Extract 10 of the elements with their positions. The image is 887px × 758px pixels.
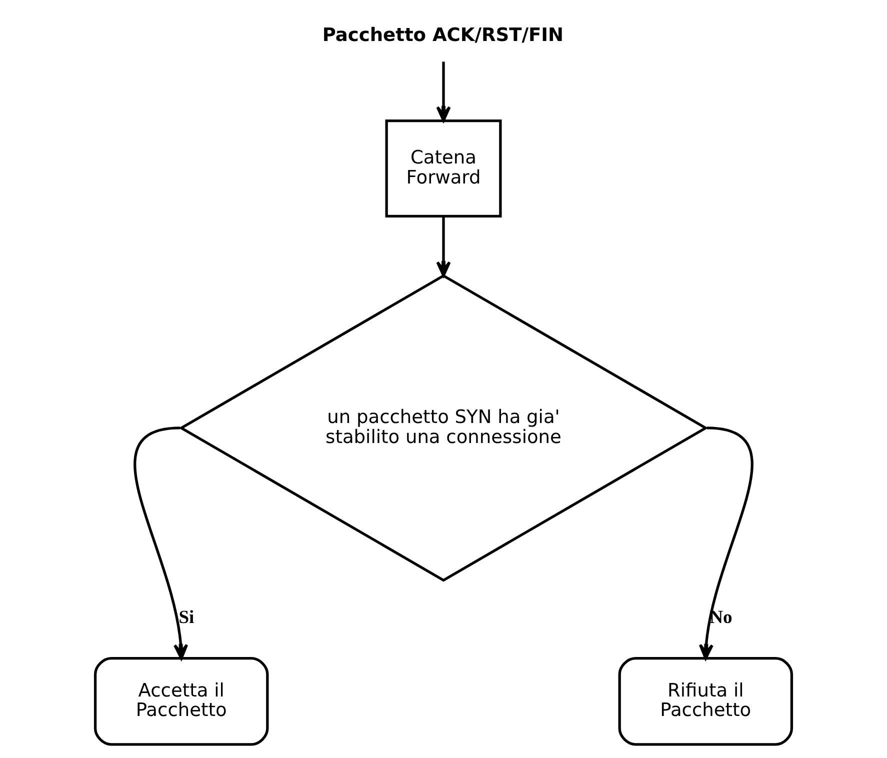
node-box: Rifiuta il Pacchetto xyxy=(618,657,794,746)
arrow xyxy=(698,426,754,660)
arrow xyxy=(436,62,451,122)
node-box: Accetta il Pacchetto xyxy=(94,657,269,746)
edge-label: Si xyxy=(178,606,194,628)
arrow xyxy=(134,426,188,660)
node-box: Catena Forward xyxy=(385,120,502,218)
node-diamond: un pacchetto SYN ha gia' stabilito una connessione xyxy=(178,274,708,582)
arrow xyxy=(436,216,451,277)
node-text: Pacchetto ACK/RST/FIN xyxy=(322,24,564,46)
